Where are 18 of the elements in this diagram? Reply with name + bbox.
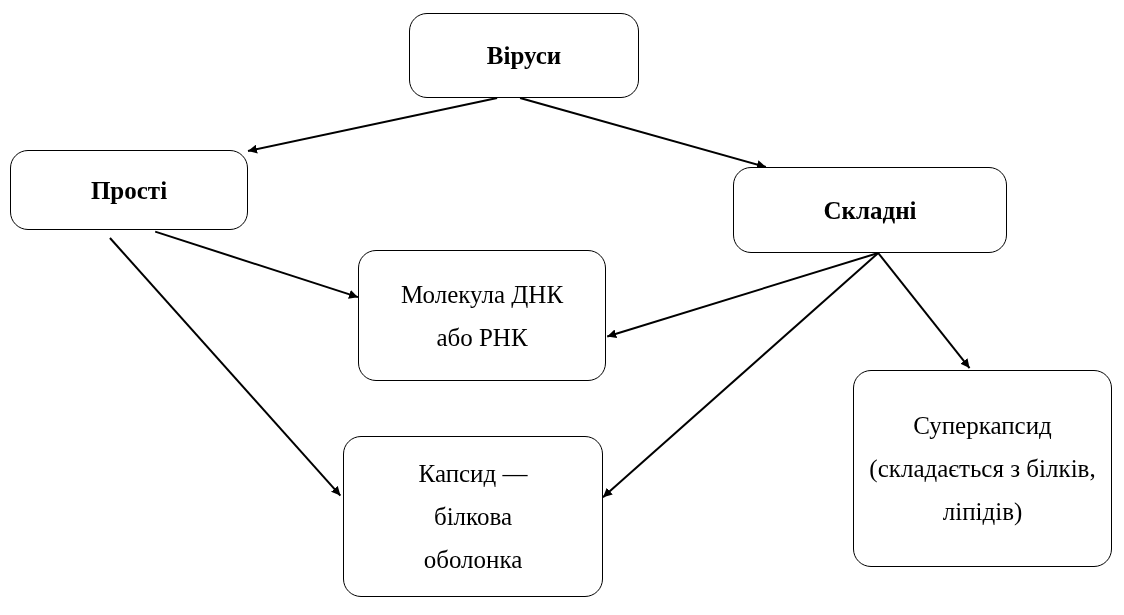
arrow (154, 230, 359, 299)
rounded-box (733, 167, 1007, 253)
node-label: Суперкапсид (складається з білків, ліпідів) (868, 411, 1097, 527)
rounded-box (10, 150, 248, 230)
rounded-box (343, 436, 603, 597)
arrow (108, 237, 342, 497)
rounded-box (358, 250, 606, 381)
arrow (247, 97, 499, 154)
arrow (877, 252, 971, 370)
node-label: Прості (90, 175, 168, 206)
node-label: Складні (823, 195, 917, 226)
node-label: Молекула ДНК або РНК (399, 279, 565, 353)
rounded-box (853, 370, 1112, 567)
rounded-box (409, 13, 639, 98)
node-label: Віруси (486, 41, 562, 71)
arrow (519, 97, 767, 169)
node-label: Капсид — білкова оболонка (417, 459, 529, 575)
arrow (602, 252, 880, 499)
